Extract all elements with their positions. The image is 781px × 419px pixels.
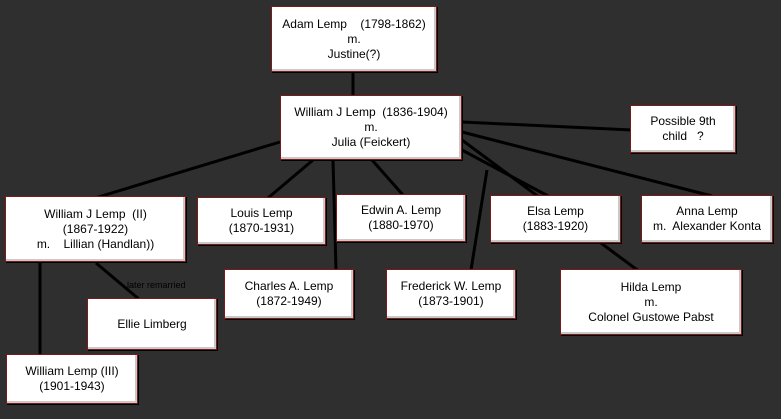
- spouse-name: m. Alexander Konta: [652, 219, 762, 233]
- line-william1-frederick: [469, 169, 489, 271]
- person-ellie-limberg: Ellie Limberg: [87, 298, 217, 350]
- person-name: Anna Lemp: [676, 204, 738, 218]
- line-william1-anna: [461, 130, 713, 198]
- line-william1-louis: [267, 158, 314, 200]
- person-adam-lemp: Adam Lemp (1798-1862) m. Justine(?): [271, 6, 437, 72]
- line-william1-possible9: [461, 120, 633, 132]
- person-name: Edwin A. Lemp: [360, 203, 442, 217]
- spouse-name: m. Lillian (Handlan)): [36, 236, 155, 251]
- person-edwin-a-lemp: Edwin A. Lemp (1880-1970): [336, 194, 466, 242]
- person-dates: (1880-1970): [368, 218, 434, 232]
- line-william1-charles: [331, 159, 338, 271]
- spouse-name: Julia (Feickert): [331, 135, 411, 149]
- person-name: William J Lemp (1836-1904): [294, 105, 448, 119]
- person-name: William Lemp (III): [25, 364, 119, 378]
- line-william2-ellie: [95, 261, 141, 302]
- person-william-lemp-iii: William Lemp (III) (1901-1943): [6, 354, 138, 404]
- person-name: Adam Lemp (1798-1862): [282, 16, 426, 31]
- person-name: Charles A. Lemp: [244, 279, 334, 293]
- person-possible-9th-child: Possible 9th child ?: [630, 105, 736, 153]
- person-anna-lemp: Anna Lemp m. Alexander Konta: [641, 195, 773, 243]
- marriage-marker: m.: [364, 120, 378, 134]
- spouse-name: Colonel Gustowe Pabst: [588, 309, 714, 324]
- person-dates: (1870-1931): [228, 221, 295, 235]
- person-name: William J Lemp (II): [44, 206, 147, 221]
- person-dates: (1883-1920): [522, 219, 589, 233]
- person-dates: (1901-1943): [39, 379, 105, 393]
- later-remarried-note: later remarried: [127, 280, 186, 290]
- person-hilda-lemp: Hilda Lemp m. Colonel Gustowe Pabst: [560, 269, 742, 335]
- person-note: child ?: [662, 129, 704, 143]
- person-louis-lemp: Louis Lemp (1870-1931): [197, 197, 326, 245]
- person-dates: (1873-1901): [418, 294, 484, 308]
- person-name: Hilda Lemp: [620, 279, 682, 294]
- line-william1-edwin: [370, 159, 405, 196]
- person-name: Ellie Limberg: [117, 316, 187, 331]
- person-name: Frederick W. Lemp: [400, 279, 502, 293]
- marriage-marker: m.: [644, 294, 658, 309]
- line-william1-william2: [94, 140, 281, 200]
- person-name: Elsa Lemp: [527, 204, 584, 218]
- person-name: Possible 9th: [650, 114, 716, 128]
- person-dates: (1867-1922): [62, 221, 129, 236]
- person-charles-a-lemp: Charles A. Lemp (1872-1949): [224, 269, 354, 319]
- person-dates: (1872-1949): [256, 294, 322, 308]
- person-frederick-w-lemp: Frederick W. Lemp (1873-1901): [386, 269, 516, 319]
- person-name: Louis Lemp: [230, 206, 293, 220]
- person-william-j-lemp-ii: William J Lemp (II) (1867-1922) m. Lilli…: [5, 196, 186, 262]
- person-william-j-lemp: William J Lemp (1836-1904) m. Julia (Fei…: [280, 95, 462, 160]
- marriage-marker: m.: [347, 31, 361, 46]
- person-elsa-lemp: Elsa Lemp (1883-1920): [490, 195, 621, 243]
- spouse-name: Justine(?): [327, 46, 381, 61]
